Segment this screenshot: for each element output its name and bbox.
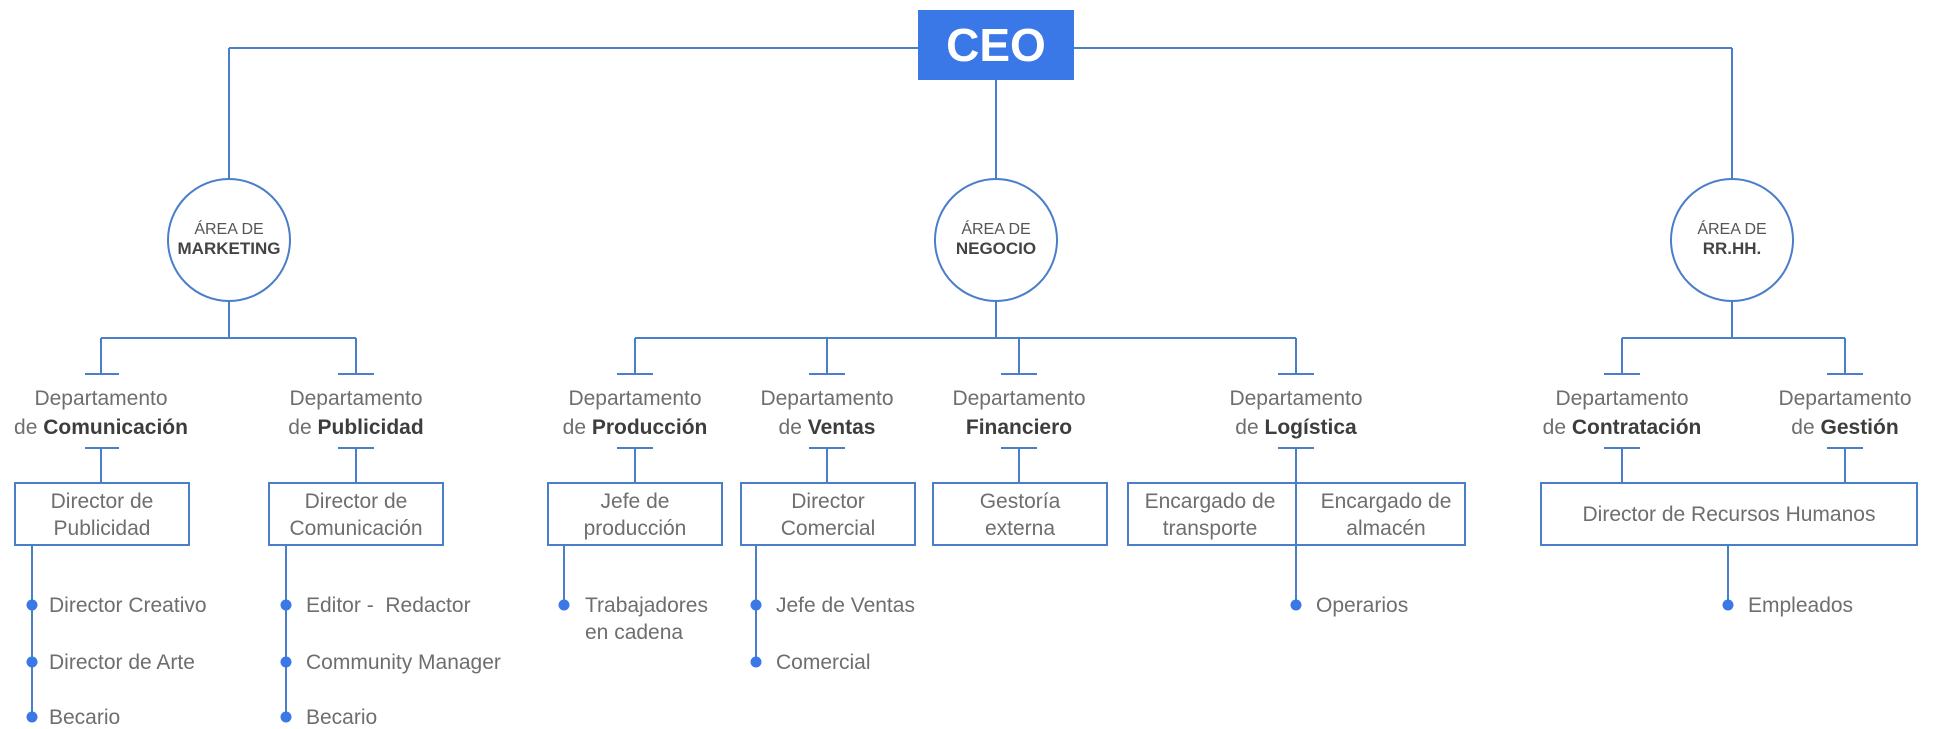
area-name: NEGOCIO [956,239,1036,258]
area-circle [1670,178,1794,302]
department-line1: Departamento [34,387,167,410]
area-negocio: ÁREA DE NEGOCIO [934,178,1058,302]
department-name: de Contratación [1543,416,1702,439]
department-financiero: Departamento Financiero [952,387,1085,439]
role-box [268,482,444,546]
area-circle [167,178,291,302]
role-line2: transporte [1163,517,1258,540]
department-name: de Gestión [1791,416,1898,439]
area-name: MARKETING [178,239,281,258]
area-prefix: ÁREA DE [1697,219,1766,238]
subordinates-ventas: Jefe de Ventas Comercial [750,594,915,674]
department-name: de Producción [563,416,708,439]
role-line2: Comercial [781,517,876,540]
department-line1: Departamento [1555,387,1688,410]
bullet-dot [26,599,38,611]
department-line1: Departamento [952,387,1085,410]
bullet-dot [26,711,38,723]
box-gestoria-externa: Gestoría externa [932,482,1108,546]
department-produccion: Departamento de Producción [563,387,708,439]
area-circle [934,178,1058,302]
bullet-dot [750,599,762,611]
department-gestion: Departamento de Gestión [1778,387,1911,439]
bullet-dot [1722,599,1734,611]
department-ventas: Departamento de Ventas [760,387,893,439]
bullet-dot [558,599,570,611]
list-item: Becario [49,706,120,729]
subordinates-produccion: Trabajadores en cadena [558,594,708,644]
ceo-node: CEO [918,10,1074,80]
box-encargados-logistica: Encargado de transporte Encargado de alm… [1127,482,1466,546]
subordinates-rrhh: Empleados [1722,594,1853,617]
box-director-comercial: Director Comercial [740,482,916,546]
bullet-dot [280,711,292,723]
department-line1: Departamento [760,387,893,410]
role-line1: Jefe de [601,490,670,513]
bullet-dot [280,599,292,611]
area-rrhh: ÁREA DE RR.HH. [1670,178,1794,302]
list-item-line1: Trabajadores [585,594,708,617]
list-item: Director Creativo [49,594,207,617]
role-line2: externa [985,517,1055,540]
department-line1: Departamento [568,387,701,410]
list-item: Community Manager [306,651,501,674]
role-box [1540,482,1918,546]
list-item: Operarios [1316,594,1408,617]
department-comunicacion: Departamento de Comunicación [14,387,188,439]
bullet-dot [750,656,762,668]
department-contratacion: Departamento de Contratación [1543,387,1702,439]
department-name: de Logística [1235,416,1357,439]
role-line1: Director de [51,490,154,513]
role-line1: Encargado de [1321,490,1452,513]
list-item: Editor - Redactor [306,594,471,617]
list-item: Comercial [776,651,871,674]
role-line1: Director [791,490,865,513]
role-line2: almacén [1346,517,1425,540]
role-box [932,482,1108,546]
list-item-line2: en cadena [585,621,683,644]
department-name: Financiero [966,416,1072,439]
role-box [740,482,916,546]
department-name: de Publicidad [288,416,423,439]
department-logistica: Departamento de Logística [1229,387,1362,439]
box-director-rrhh: Director de Recursos Humanos [1540,482,1918,546]
role-line2: Comunicación [289,517,422,540]
role-line2: producción [584,517,687,540]
bullet-dot [26,656,38,668]
department-line1: Departamento [1778,387,1911,410]
box-jefe-produccion: Jefe de producción [547,482,723,546]
role-box [14,482,190,546]
role-line1: Encargado de [1145,490,1276,513]
bullet-dot [1290,599,1302,611]
list-item: Jefe de Ventas [776,594,915,617]
department-line1: Departamento [289,387,422,410]
role-line2: Publicidad [54,517,151,540]
ceo-label: CEO [946,19,1046,71]
department-name: de Ventas [779,416,876,439]
role-box [547,482,723,546]
box-director-comunicacion: Director de Comunicación [268,482,444,546]
department-line1: Departamento [1229,387,1362,410]
list-item: Becario [306,706,377,729]
department-publicidad: Departamento de Publicidad [288,387,423,439]
box-director-publicidad: Director de Publicidad [14,482,190,546]
area-marketing: ÁREA DE MARKETING [167,178,291,302]
subordinates-publicidad: Editor - Redactor Community Manager Beca… [280,594,501,729]
subordinates-logistica: Operarios [1290,594,1408,617]
department-name: de Comunicación [14,416,188,439]
area-name: RR.HH. [1703,239,1762,258]
subordinates-comunicacion: Director Creativo Director de Arte Becar… [26,594,207,729]
list-item: Empleados [1748,594,1853,617]
list-item: Director de Arte [49,651,195,674]
role-line1: Gestoría [980,490,1061,513]
area-prefix: ÁREA DE [194,219,263,238]
ceo-box [918,10,1074,80]
role-line1: Director de Recursos Humanos [1583,503,1876,526]
role-line1: Director de [305,490,408,513]
bullet-dot [280,656,292,668]
area-prefix: ÁREA DE [961,219,1030,238]
